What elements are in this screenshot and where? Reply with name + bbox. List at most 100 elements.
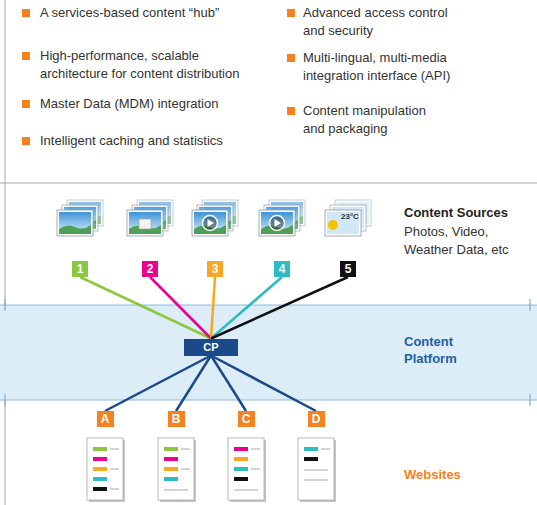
feature-bullet: Advanced access control and security bbox=[303, 4, 463, 40]
bullet-square bbox=[22, 52, 30, 60]
separator-line bbox=[0, 183, 537, 184]
play-triangle bbox=[275, 219, 282, 227]
node-label: CP bbox=[203, 342, 218, 353]
content-bar bbox=[234, 457, 248, 461]
source-number: 4 bbox=[274, 261, 290, 277]
text-line bbox=[110, 488, 119, 490]
feature-bullet: Multi-lingual, multi-media integration i… bbox=[303, 49, 463, 85]
node-label: Content Platform bbox=[404, 333, 504, 367]
content-bar bbox=[93, 477, 107, 481]
website-page bbox=[228, 438, 266, 502]
page-sheet bbox=[228, 438, 264, 500]
platform-box: CP bbox=[184, 339, 238, 356]
content-bar bbox=[164, 467, 178, 471]
content-bar bbox=[304, 457, 318, 461]
feature-bullet: Content manipulation and packaging bbox=[303, 102, 443, 138]
section-heading: Websites bbox=[404, 466, 529, 484]
play-button bbox=[203, 216, 218, 231]
node-label: C bbox=[242, 413, 251, 425]
content-bar bbox=[93, 447, 107, 451]
text-line bbox=[181, 468, 190, 470]
play-triangle bbox=[208, 219, 215, 227]
page-sheet bbox=[298, 438, 334, 500]
feature-bullet: Intelligent caching and statistics bbox=[40, 132, 260, 150]
text-line bbox=[110, 448, 119, 450]
website-letter: B bbox=[168, 411, 185, 427]
content-link bbox=[105, 356, 211, 412]
node-label: 1 bbox=[77, 263, 84, 275]
band-tick bbox=[5, 394, 6, 406]
content-bar bbox=[234, 477, 248, 481]
section-heading: Content Sources bbox=[404, 204, 529, 222]
platform-band: Content Platform CP bbox=[0, 305, 537, 400]
website-letter: D bbox=[308, 411, 325, 427]
node-label: 4 bbox=[279, 263, 286, 275]
content-bar bbox=[93, 467, 107, 471]
content-bar bbox=[93, 487, 107, 491]
content-bar bbox=[164, 457, 178, 461]
bullet-square bbox=[287, 9, 295, 17]
weather-stack bbox=[325, 200, 371, 236]
text-line bbox=[164, 489, 188, 491]
frame-line bbox=[5, 0, 6, 505]
content-bar bbox=[93, 457, 107, 461]
node-label: B bbox=[172, 413, 181, 425]
text-line bbox=[251, 468, 260, 470]
content-bar bbox=[234, 447, 248, 451]
photo-thumbnail bbox=[57, 210, 93, 236]
band-tick bbox=[530, 299, 531, 311]
page-sheet bbox=[158, 438, 194, 500]
content-link bbox=[211, 277, 348, 339]
building-shape bbox=[139, 219, 151, 229]
node-label: 3 bbox=[212, 263, 219, 275]
text-line bbox=[304, 469, 328, 471]
temperature-text: 23°C bbox=[341, 212, 363, 222]
video-stack bbox=[259, 200, 305, 236]
bullet-square bbox=[22, 9, 30, 17]
band-tick bbox=[530, 394, 531, 406]
content-bar bbox=[304, 447, 318, 451]
content-link bbox=[211, 356, 316, 412]
photo-thumbnail bbox=[259, 210, 295, 236]
bullet-square bbox=[287, 54, 295, 62]
website-letter: C bbox=[238, 411, 255, 427]
content-bar bbox=[164, 447, 178, 451]
source-number: 2 bbox=[142, 261, 158, 277]
content-link bbox=[211, 277, 282, 339]
source-number: 5 bbox=[340, 261, 356, 277]
photo-thumbnail bbox=[192, 210, 228, 236]
source-number: 1 bbox=[72, 261, 88, 277]
page-sheet bbox=[87, 438, 123, 500]
section-caption: Photos, Video, Weather Data, etc bbox=[404, 223, 529, 259]
band-tick bbox=[5, 299, 6, 311]
website-letter: A bbox=[97, 411, 114, 427]
node-label: 2 bbox=[147, 263, 154, 275]
content-bar bbox=[234, 467, 248, 471]
feature-bullet: Master Data (MDM) integration bbox=[40, 95, 260, 113]
feature-bullet: A services-based content “hub” bbox=[40, 4, 260, 22]
content-link bbox=[211, 277, 215, 339]
text-line bbox=[304, 479, 328, 481]
bullet-square bbox=[22, 137, 30, 145]
band-border bbox=[0, 400, 537, 401]
content-link bbox=[80, 277, 211, 339]
text-line bbox=[251, 448, 260, 450]
node-label: D bbox=[312, 413, 321, 425]
band-border bbox=[0, 305, 537, 306]
bullet-square bbox=[287, 107, 295, 115]
node-label: A bbox=[101, 413, 110, 425]
text-line bbox=[181, 448, 190, 450]
text-line bbox=[110, 468, 119, 470]
node-label: 5 bbox=[345, 263, 352, 275]
content-link bbox=[150, 277, 211, 339]
photo-thumbnail bbox=[127, 210, 163, 236]
text-line bbox=[321, 448, 330, 450]
play-button bbox=[270, 216, 285, 231]
website-page bbox=[158, 438, 196, 502]
video-stack bbox=[192, 200, 238, 236]
website-page bbox=[298, 438, 336, 502]
photo-stack bbox=[127, 200, 173, 236]
text-line bbox=[234, 489, 258, 491]
content-link bbox=[176, 356, 211, 412]
source-number: 3 bbox=[207, 261, 223, 277]
